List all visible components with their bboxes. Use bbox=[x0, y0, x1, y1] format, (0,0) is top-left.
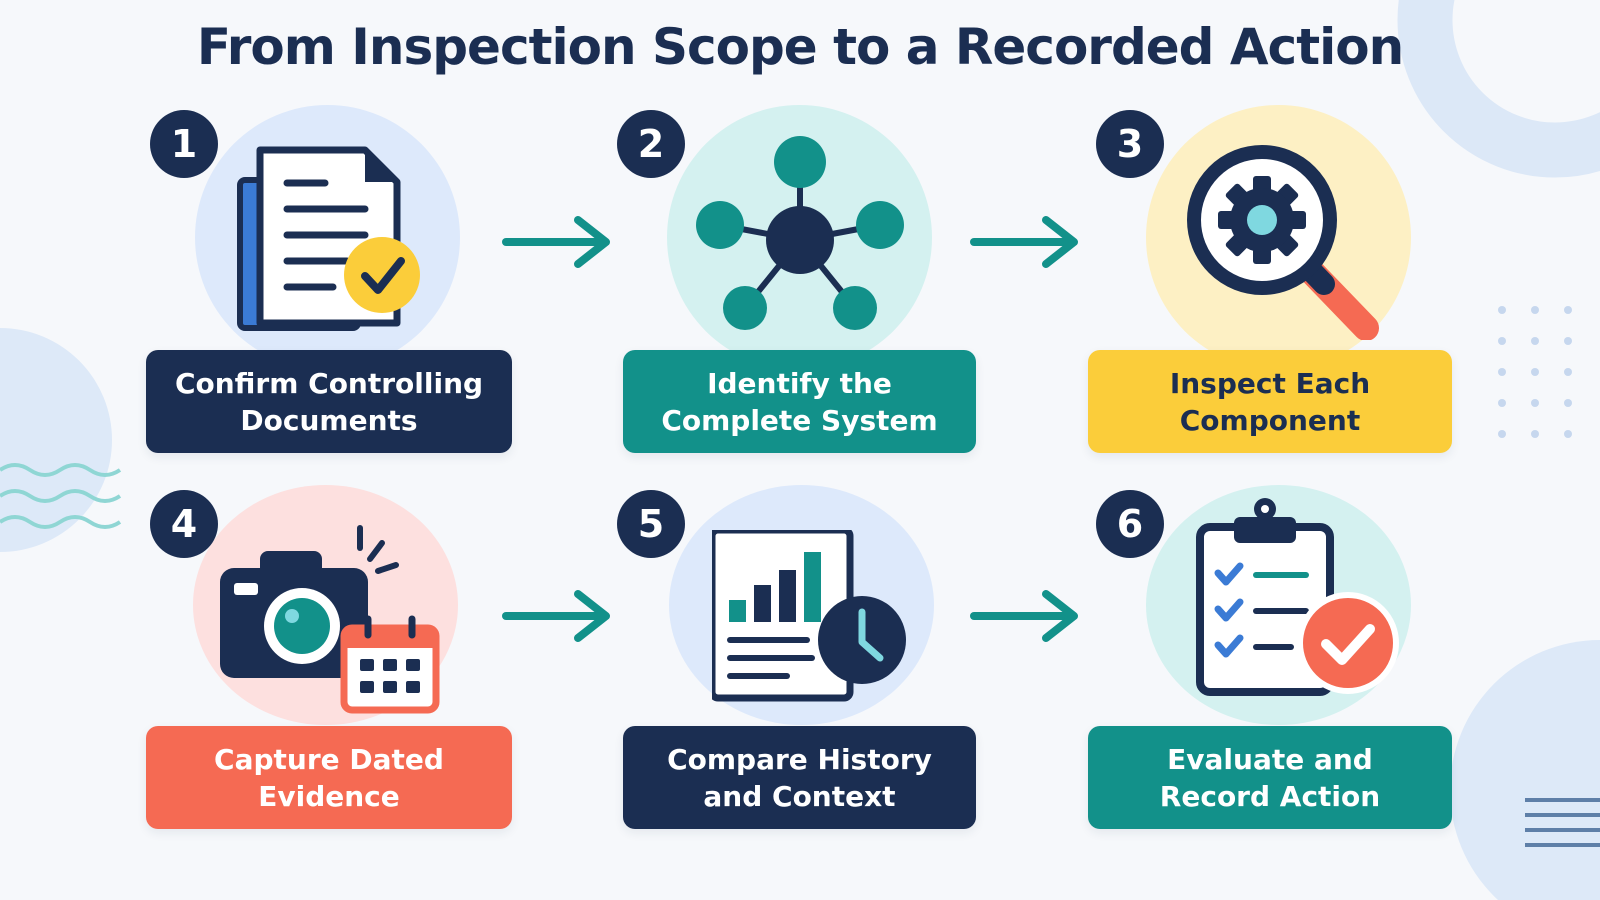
step-6: 6 bbox=[1096, 485, 1466, 735]
step-3: 3 bbox=[1096, 105, 1466, 455]
step-3-label-line-1: Inspect Each bbox=[1169, 366, 1371, 400]
step-4: 4 bbox=[150, 485, 520, 735]
step-5-label-line-2: and Context bbox=[703, 779, 896, 813]
document-check-icon bbox=[237, 146, 420, 331]
arrow-step-1-to-2 bbox=[502, 216, 610, 268]
step-2-number-badge: 2 bbox=[617, 110, 685, 178]
step-1-number-badge: 1 bbox=[150, 110, 218, 178]
step-6-label-line-1: Evaluate and bbox=[1167, 742, 1373, 776]
step-1-label-line-2: Documents bbox=[240, 403, 418, 437]
step-5-number-badge: 5 bbox=[617, 490, 685, 558]
step-3-number-badge: 3 bbox=[1096, 110, 1164, 178]
step-4-label-line-1: Capture Dated bbox=[214, 742, 444, 776]
step-6-label-line-2: Record Action bbox=[1159, 779, 1381, 813]
step-5: 5 bbox=[617, 485, 987, 735]
page-title: From Inspection Scope to a Recorded Acti… bbox=[196, 18, 1404, 76]
step-1-label-line-1: Confirm Controlling bbox=[174, 366, 484, 400]
arrow-step-5-to-6 bbox=[970, 590, 1078, 642]
step-4-label-line-2: Evidence bbox=[258, 779, 400, 813]
step-1: 1 bbox=[150, 105, 520, 455]
clipboard-check-icon bbox=[1196, 498, 1399, 696]
step-3-label-line-2: Component bbox=[1179, 403, 1361, 437]
arrow-step-2-to-3 bbox=[970, 216, 1078, 268]
step-2-label-line-2: Complete System bbox=[661, 403, 938, 437]
magnifier-gear-icon bbox=[1187, 145, 1379, 340]
step-2: 2 bbox=[617, 105, 987, 455]
network-nodes-icon bbox=[696, 136, 904, 330]
step-6-number-badge: 6 bbox=[1096, 490, 1164, 558]
arrow-step-4-to-5 bbox=[502, 590, 610, 642]
step-5-label-line-1: Compare History bbox=[667, 742, 932, 776]
camera-calendar-icon bbox=[220, 525, 440, 714]
report-clock-icon bbox=[712, 530, 906, 702]
step-2-label-line-1: Identify the bbox=[707, 366, 892, 400]
step-4-number-badge: 4 bbox=[150, 490, 218, 558]
